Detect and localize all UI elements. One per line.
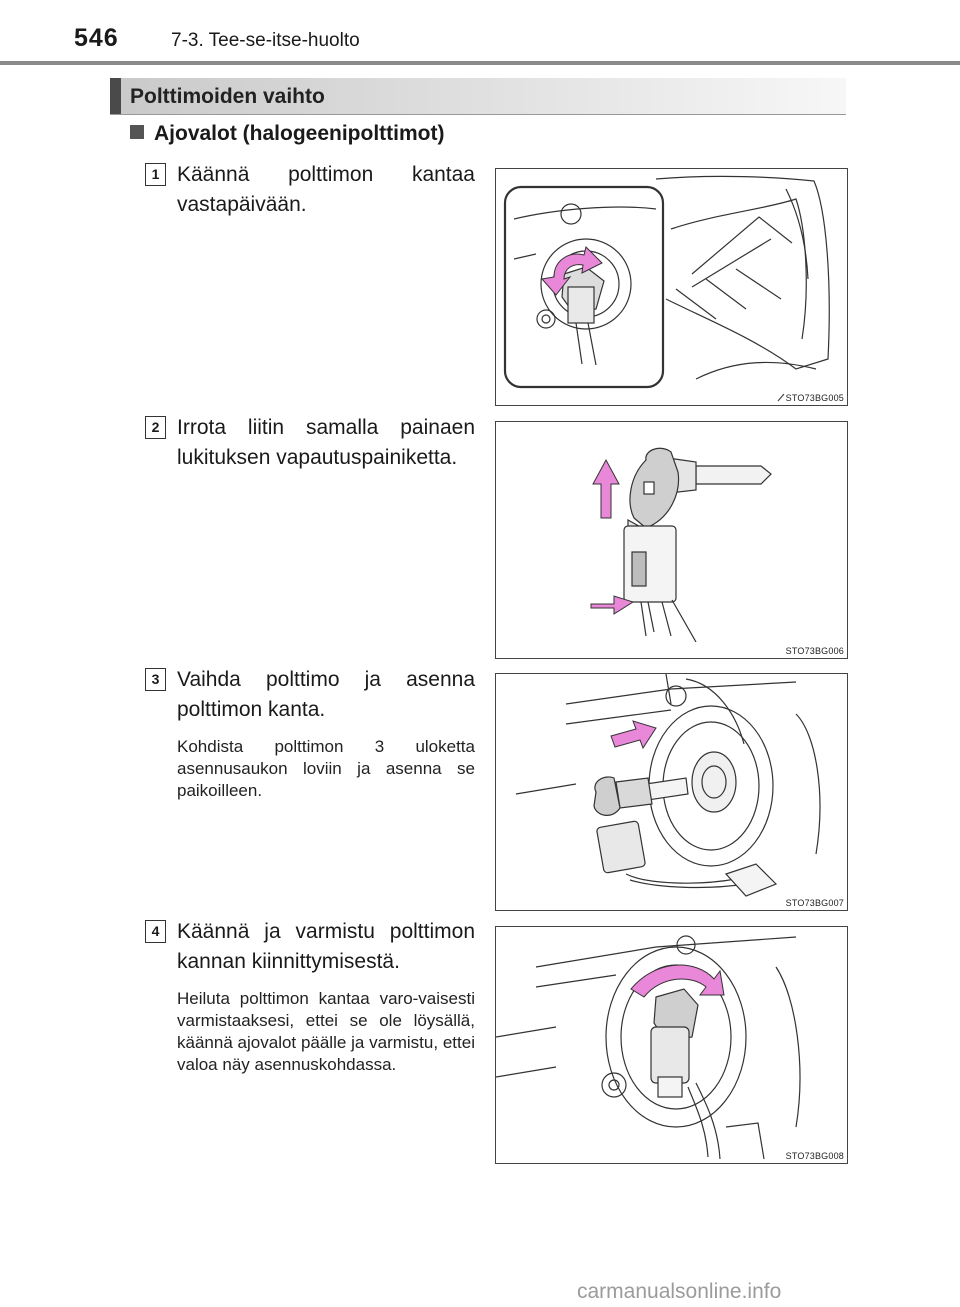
- section-title: Polttimoiden vaihto: [130, 85, 325, 108]
- section-divider: [110, 114, 846, 115]
- step-4-note: Heiluta polttimon kantaa varo-vaisesti v…: [177, 989, 475, 1074]
- step-3-note: Kohdista polttimon 3 uloketta asennusauk…: [177, 737, 475, 800]
- chapter-title: 7-3. Tee-se-itse-huolto: [171, 30, 360, 51]
- figure-step-1: STO73BG005: [495, 168, 848, 406]
- headlamp-bulb-socket-rotate-illustration: [503, 175, 830, 402]
- figure-code-3: STO73BG007: [785, 898, 844, 908]
- subsection-title: Ajovalot (halogeenipolttimot): [154, 122, 445, 145]
- section-accent: [110, 78, 121, 114]
- bulb-install-illustration: [515, 674, 821, 897]
- figure-step-4: STO73BG008: [495, 926, 848, 1164]
- connector-release-illustration: [590, 447, 772, 643]
- step-2-text: Irrota liitin samalla painaen lukituksen…: [177, 416, 475, 469]
- square-bullet-icon: [130, 125, 144, 139]
- figure-code-4: STO73BG008: [785, 1151, 844, 1161]
- step-4-text: Käännä ja varmistu polttimon kannan kiin…: [177, 920, 475, 973]
- subsection-heading: Ajovalot (halogeenipolttimot): [130, 122, 444, 146]
- figure-step-2: STO73BG006: [495, 421, 848, 659]
- step-1-text: Käännä polttimon kantaa vastapäivään.: [177, 163, 475, 216]
- step-3-text: Vaihda polttimo ja asenna polttimon kant…: [177, 668, 475, 721]
- bulb-lock-check-illustration: [496, 935, 801, 1160]
- step-number-1: 1: [145, 163, 166, 186]
- figure-code-2: STO73BG006: [785, 646, 844, 656]
- section-title-bar: Polttimoiden vaihto: [110, 78, 846, 114]
- figure-code-1: STO73BG005: [785, 393, 844, 403]
- step-number-3: 3: [145, 668, 166, 691]
- header-divider: [0, 61, 960, 65]
- page-header: 546 7-3. Tee-se-itse-huolto: [0, 0, 960, 66]
- step-number-4: 4: [145, 920, 166, 943]
- watermark-text: carmanualsonline.info: [577, 1280, 782, 1303]
- step-number-2: 2: [145, 416, 166, 439]
- page-number: 546: [74, 24, 119, 52]
- figure-step-3: STO73BG007: [495, 673, 848, 911]
